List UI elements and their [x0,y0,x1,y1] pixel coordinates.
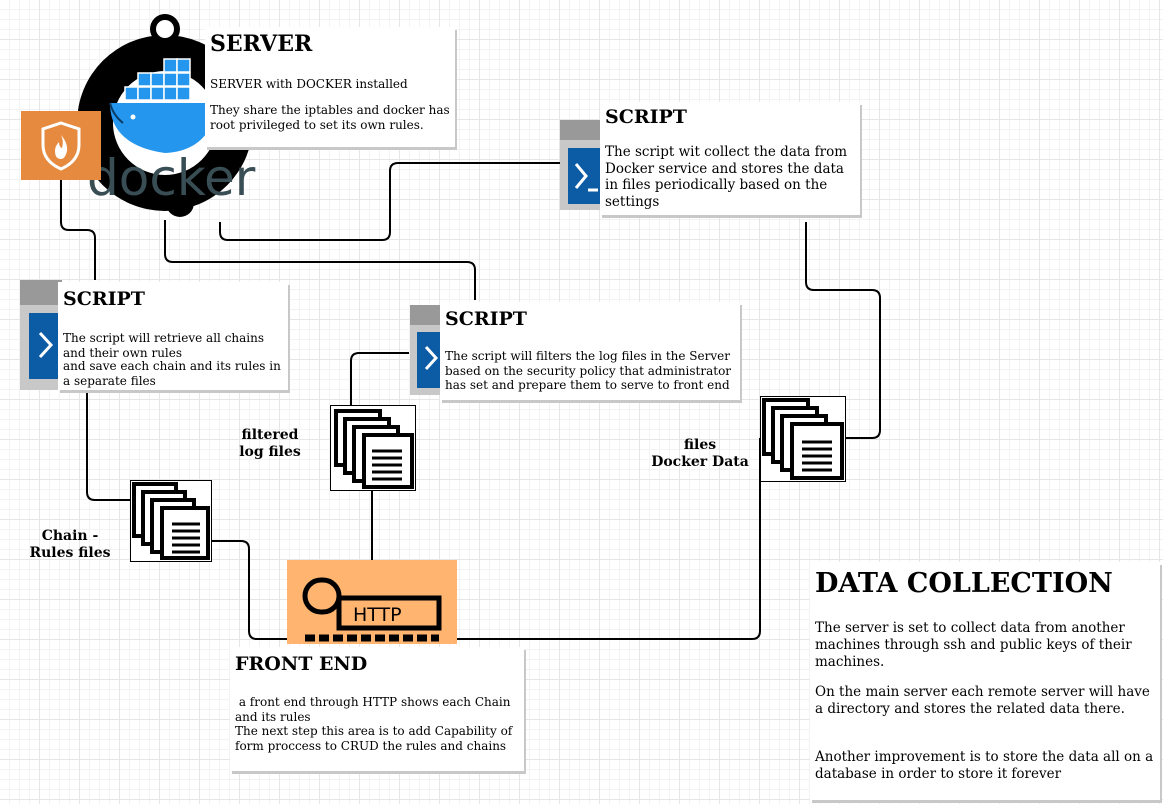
data-collection-para1: The server is set to collect data from a… [815,620,1132,670]
script-collect-card: SCRIPT The script wit collect the data f… [600,102,860,215]
connector-chain-script-to-chain-files [86,392,130,501]
connector-filter-to-filtered-files [350,352,409,405]
data-collection-title: DATA COLLECTION [815,568,1113,599]
filtered-log-files-icon [330,405,416,491]
script-chains-card: SCRIPT The script will retrieve all chai… [58,282,288,390]
docker-files-label-line1: files [683,437,717,453]
docker-logo-text: docker [87,149,256,207]
server-title: SERVER [210,31,313,57]
connector-server-to-filter-script [164,220,476,300]
front-end-title: FRONT END [235,653,368,675]
script-filter-title: SCRIPT [445,308,527,330]
docker-whale-icon [109,58,217,153]
chain-rules-files-icon [130,480,212,562]
http-label: HTTP [353,604,402,626]
script-chains-text-2: and save each chain and its rules in a s… [63,359,281,388]
docker-files-label-line2: Docker Data [651,454,749,470]
script-collect-icon [560,120,602,210]
connector-server-to-collect-script [219,162,560,241]
server-card: SERVER SERVER with DOCKER installed They… [205,27,455,147]
connector-collect-to-docker-files [805,222,881,439]
chain-label-line1: Chain - [41,528,99,544]
data-collection-card: DATA COLLECTION The server is set to col… [810,562,1160,800]
script-filter-card: SCRIPT The script will filters the log f… [440,302,740,400]
filtered-log-files-label: filtered log files [225,427,315,461]
data-collection-para3: Another improvement is to store the data… [815,749,1154,782]
chain-rules-files-label: Chain - Rules files [20,528,120,562]
http-icon: HTTP [287,560,457,644]
script-chains-icon [20,280,62,390]
docker-data-files-label: files Docker Data [645,437,755,471]
connector-docker-files-to-frontend [457,438,761,640]
firewall-icon [21,111,101,180]
script-collect-title: SCRIPT [605,106,687,128]
front-end-line1: a front end through HTTP shows each Chai… [235,695,515,724]
data-collection-para2: On the main server each remote server wi… [815,684,1150,717]
front-end-line2: The next step this area is to add Capabi… [235,724,513,753]
server-line2: They share the iptables and docker has r… [210,103,450,132]
connector-chain-files-to-frontend [211,540,288,640]
front-end-card: FRONT END a front end through HTTP shows… [230,647,524,771]
chain-label-line2: Rules files [29,545,111,561]
script-filter-text: The script will filters the log files in… [445,349,732,392]
filtered-label-line2: log files [239,444,301,460]
filtered-label-line1: filtered [241,427,299,443]
script-chains-text-1: The script will retrieve all chains and … [63,331,265,360]
script-collect-text: The script wit collect the data from Doc… [605,144,848,210]
docker-data-files-icon [760,396,846,482]
connector-server-to-chain-script [60,180,96,280]
script-chains-title: SCRIPT [63,288,145,310]
server-line1: SERVER with DOCKER installed [210,77,408,91]
